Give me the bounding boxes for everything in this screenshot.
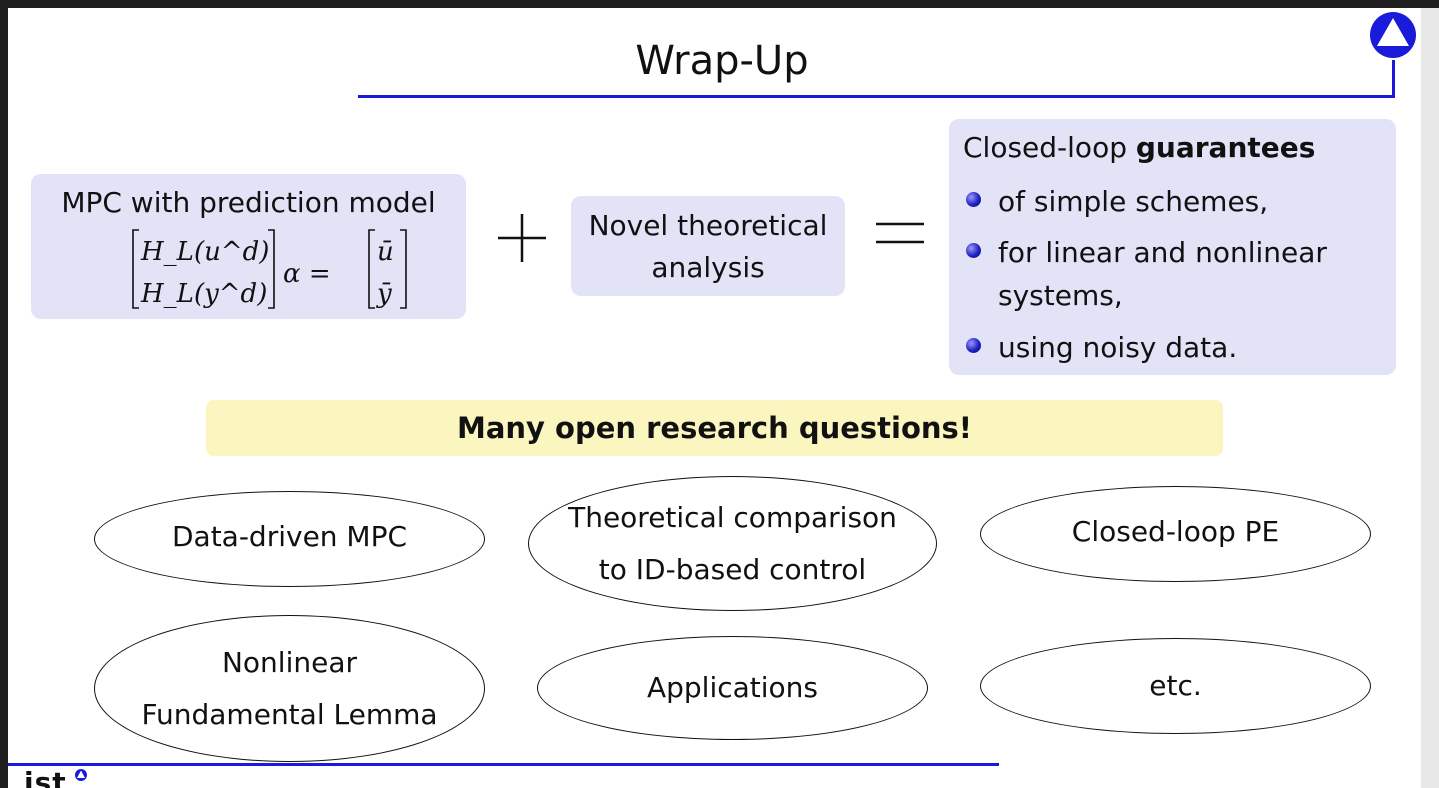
guarantees-heading-bold: guarantees: [1135, 131, 1316, 164]
plus-icon: [498, 214, 546, 262]
eq-hankel-u: H_L(u^d): [140, 237, 269, 267]
title-underline: [358, 95, 1394, 98]
guarantees-heading-prefix: Closed-loop: [963, 131, 1127, 164]
guarantee-bullet-text: using noisy data.: [998, 331, 1238, 364]
novel-box-line2: analysis: [651, 251, 765, 284]
logo-connector-line: [1392, 60, 1395, 98]
guarantee-bullet: of simple schemes,: [966, 180, 1358, 223]
guarantee-bullet: using noisy data.: [966, 326, 1358, 369]
topic-etc: etc.: [980, 638, 1371, 734]
footer-rule: [8, 763, 999, 766]
guarantees-heading: Closed-loop guarantees: [963, 131, 1315, 164]
bullet-dot-icon: [966, 192, 981, 207]
topic-label: Applications: [646, 671, 819, 704]
university-logo-icon: [1370, 12, 1416, 58]
guarantees-box: Closed-loop guarantees of simple schemes…: [949, 119, 1396, 375]
hankel-prediction-equation: H_L(u^d) H_L(y^d) α = ū ȳ: [132, 229, 407, 309]
footer-logo-icon: [75, 769, 87, 781]
topic-data-driven-mpc: Data-driven MPC: [94, 491, 485, 587]
topic-label-line2: Fundamental Lemma: [141, 697, 438, 731]
eq-hankel-y: H_L(y^d): [140, 279, 267, 309]
open-questions-banner: Many open research questions!: [206, 400, 1223, 456]
topic-label-line2: to ID-based control: [598, 552, 867, 586]
eq-y-bar: ȳ: [376, 279, 392, 309]
bullet-dot-icon: [966, 338, 981, 353]
topic-label: etc.: [1149, 669, 1202, 702]
topic-applications: Applications: [537, 636, 928, 740]
topic-nonlinear-fundamental-lemma: Nonlinear Fundamental Lemma: [94, 615, 485, 762]
topic-theoretical-comparison: Theoretical comparison to ID-based contr…: [528, 476, 937, 611]
topic-label: Data-driven MPC: [171, 520, 408, 553]
guarantee-bullet: for linear and nonlinear systems,: [966, 231, 1358, 317]
topic-label-line1: Theoretical comparison: [568, 500, 897, 534]
novel-box-line1: Novel theoretical: [588, 209, 828, 242]
novel-analysis-box: Novel theoretical analysis: [571, 196, 845, 296]
topic-closed-loop-pe: Closed-loop PE: [980, 486, 1371, 582]
mpc-prediction-model-box: MPC with prediction model H_L(u^d) H_L(y…: [31, 174, 466, 319]
equals-icon: [876, 222, 924, 244]
guarantee-bullet-text: of simple schemes,: [998, 185, 1269, 218]
topic-label-line1: Nonlinear: [221, 645, 357, 679]
slide-title: Wrap-Up: [635, 38, 809, 84]
bullet-dot-icon: [966, 243, 981, 258]
mpc-box-label: MPC with prediction model: [61, 186, 436, 219]
eq-alpha: α =: [283, 259, 331, 289]
topic-label: Closed-loop PE: [1071, 515, 1280, 548]
eq-u-bar: ū: [377, 237, 394, 267]
footer-logo-text: ist: [24, 766, 67, 788]
presentation-slide: Wrap-Up MPC with prediction model H_L(u^…: [8, 8, 1421, 788]
guarantee-bullet-text: for linear and nonlinear systems,: [998, 236, 1327, 312]
window-edge: [1421, 8, 1439, 788]
